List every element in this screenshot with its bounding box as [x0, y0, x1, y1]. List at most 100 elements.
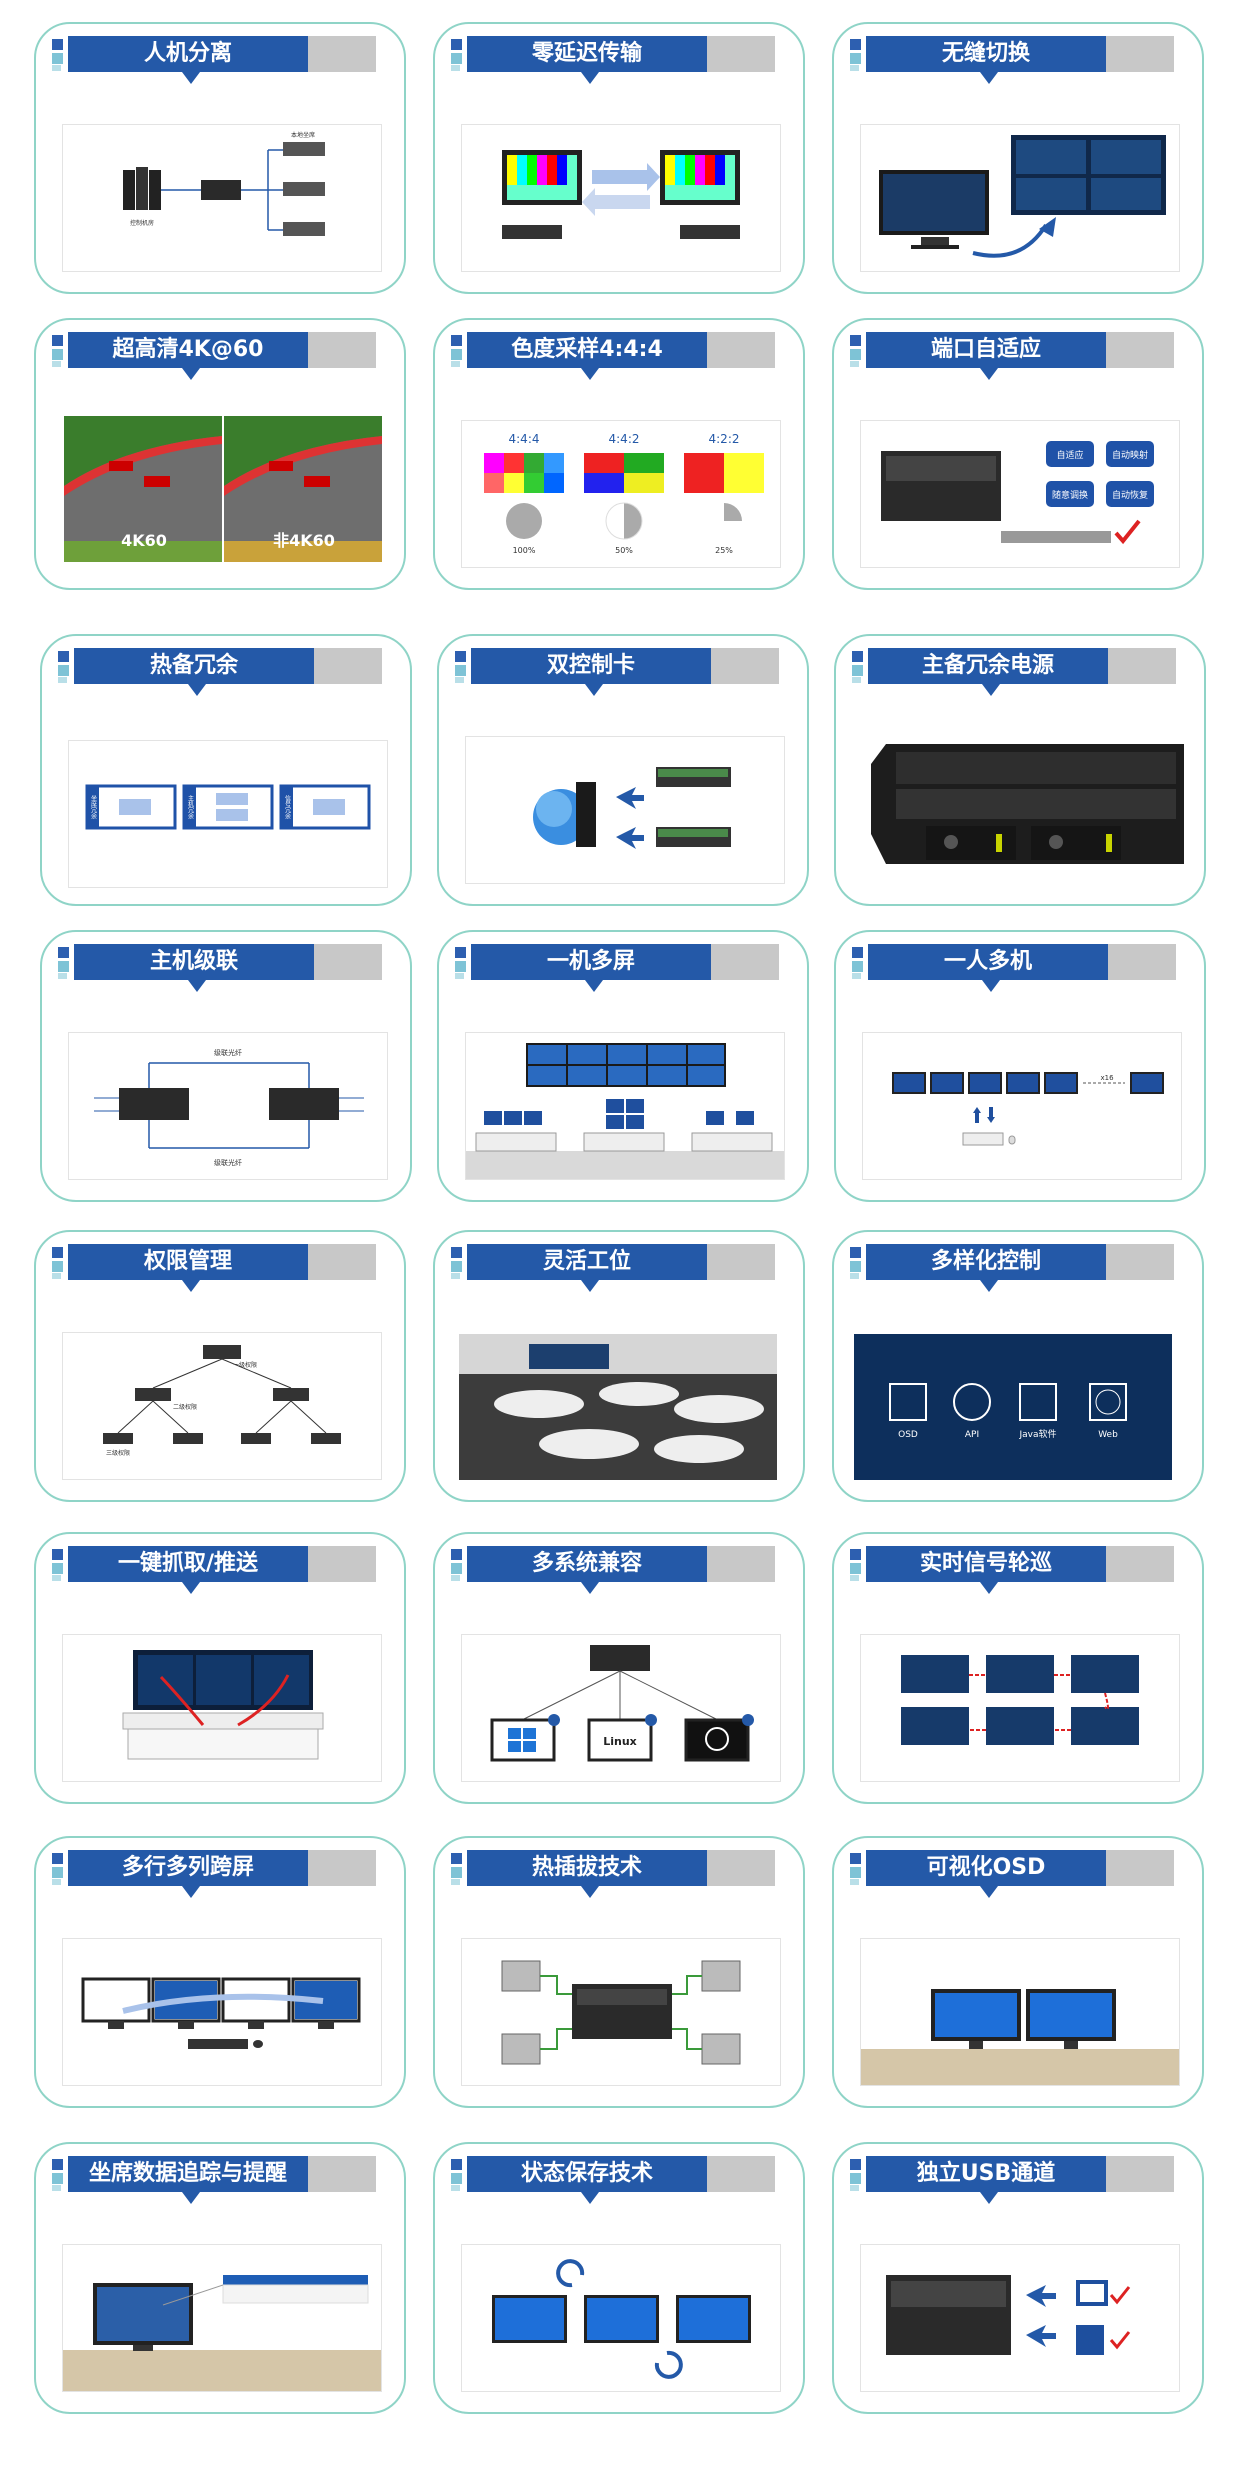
card-title: 可视化OSD [844, 1850, 1180, 1898]
feature-card-diverse-control: 多样化控制 OSD API Java软件 Web [832, 1230, 1204, 1502]
card-title: 实时信号轮巡 [844, 1546, 1180, 1594]
card-title-label: 独立USB通道 [866, 2156, 1106, 2192]
card-title-label: 超高清4K@60 [68, 332, 308, 368]
control-web: Web [1098, 1430, 1118, 1440]
card-title-label: 坐席数据追踪与提醒 [68, 2156, 308, 2192]
illustration-usb-channel [860, 2244, 1180, 2392]
feature-card-permission: 权限管理 一级权限 二级权限 三级权限 [34, 1230, 406, 1502]
card-title-label: 无缝切换 [866, 36, 1106, 72]
illustration-seat-tracking [62, 2244, 382, 2392]
illustration-4k60: 4K60 非4K60 [64, 416, 384, 564]
card-title: 人机分离 [46, 36, 382, 84]
perm-level-1: 一级权限 [233, 1361, 257, 1369]
card-title-label: 多行多列跨屏 [68, 1850, 308, 1886]
card-title: 端口自适应 [844, 332, 1180, 380]
feature-card-hot-standby: 热备冗余 坐席冗余 主机冗余 信号冗余 [40, 634, 412, 906]
card-title-label: 零延迟传输 [467, 36, 707, 72]
card-title-label: 实时信号轮巡 [866, 1546, 1106, 1582]
feature-card-kvm-separation: 人机分离 控制机房 本地坐席 [34, 22, 406, 294]
card-title: 无缝切换 [844, 36, 1180, 84]
card-title-label: 一人多机 [868, 944, 1108, 980]
illustration-redundant-power [866, 734, 1186, 882]
card-title-label: 权限管理 [68, 1244, 308, 1280]
illustration-cross-screen [62, 1938, 382, 2086]
card-title: 坐席数据追踪与提醒 [46, 2156, 382, 2204]
feature-card-grab-push: 一键抓取/推送 [34, 1532, 406, 1804]
perm-level-2: 二级权限 [173, 1403, 197, 1411]
illustration-hot-swap [461, 1938, 781, 2086]
feature-card-one-user-many-hosts: 一人多机 x16 [834, 930, 1206, 1202]
illustration-hot-standby: 坐席冗余 主机冗余 信号冗余 [68, 740, 388, 888]
card-title-label: 端口自适应 [866, 332, 1106, 368]
feature-card-multi-screen: 一机多屏 [437, 930, 809, 1202]
card-title-label: 多系统兼容 [467, 1546, 707, 1582]
card-title-label: 状态保存技术 [467, 2156, 707, 2192]
illustration-diverse-control: OSD API Java软件 Web [854, 1334, 1190, 1482]
server-room-label: 控制机房 [130, 219, 154, 227]
illustration-multi-screen [465, 1032, 785, 1180]
cascade-fiber-bottom: 级联光纤 [214, 1158, 242, 1167]
feature-card-visual-osd: 可视化OSD [832, 1836, 1204, 2108]
feature-card-4k60: 超高清4K@60 4K60 非4K60 [34, 318, 406, 590]
feature-card-usb-channel: 独立USB通道 [832, 2142, 1204, 2414]
card-title: 灵活工位 [445, 1244, 781, 1292]
card-title: 双控制卡 [449, 648, 785, 696]
control-java: Java软件 [1018, 1428, 1056, 1440]
feature-card-cross-screen: 多行多列跨屏 [34, 1836, 406, 2108]
control-api: API [965, 1430, 979, 1440]
feature-card-multi-os: 多系统兼容 Linux [433, 1532, 805, 1804]
illustration-chroma-sampling: 4:4:4 4:4:2 4:2:2 100% 50% 25% [461, 420, 781, 568]
illustration-multi-os: Linux [461, 1634, 781, 1782]
feature-card-seat-tracking: 坐席数据追踪与提醒 [34, 2142, 406, 2414]
card-title: 状态保存技术 [445, 2156, 781, 2204]
feature-card-cascade: 主机级联 级联光纤 级联光纤 [40, 930, 412, 1202]
illustration-one-user-many-hosts: x16 [862, 1032, 1182, 1180]
feature-card-zero-latency: 零延迟传输 [433, 22, 805, 294]
illustration-signal-patrol [860, 1634, 1180, 1782]
card-title-label: 人机分离 [68, 36, 308, 72]
mode-signal: 信号冗余 [284, 794, 291, 820]
label-non-4k60: 非4K60 [273, 531, 335, 550]
control-osd: OSD [898, 1430, 918, 1440]
card-title-label: 灵活工位 [467, 1244, 707, 1280]
card-title-label: 热备冗余 [74, 648, 314, 684]
card-title: 色度采样4:4:4 [445, 332, 781, 380]
card-title: 热插拔技术 [445, 1850, 781, 1898]
card-title-label: 双控制卡 [471, 648, 711, 684]
feature-card-state-save: 状态保存技术 [433, 2142, 805, 2414]
pct-25: 25% [715, 546, 733, 555]
card-title-label: 主机级联 [74, 944, 314, 980]
sample-422-label: 4:2:2 [709, 432, 740, 446]
card-title: 超高清4K@60 [46, 332, 382, 380]
card-title-label: 色度采样4:4:4 [467, 332, 707, 368]
feature-card-port-adaptive: 端口自适应 自适应 自动映射 随意调换 自动恢复 [832, 318, 1204, 590]
pct-50: 50% [615, 546, 633, 555]
illustration-permission: 一级权限 二级权限 三级权限 [62, 1332, 382, 1480]
card-title: 多系统兼容 [445, 1546, 781, 1594]
card-title: 一键抓取/推送 [46, 1546, 382, 1594]
card-title: 权限管理 [46, 1244, 382, 1292]
card-title-label: 热插拔技术 [467, 1850, 707, 1886]
mode-host: 主机冗余 [187, 794, 194, 820]
illustration-dual-control [465, 736, 785, 884]
perm-level-3: 三级权限 [106, 1449, 130, 1457]
card-title-label: 多样化控制 [866, 1244, 1106, 1280]
card-title: 零延迟传输 [445, 36, 781, 84]
illustration-zero-latency [461, 124, 781, 272]
local-seat-label: 本地坐席 [291, 131, 315, 139]
illustration-visual-osd [860, 1938, 1180, 2086]
feature-card-chroma-sampling: 色度采样4:4:4 4:4:4 4:4:2 4:2:2 100% 50% 25% [433, 318, 805, 590]
sample-444-label: 4:4:4 [509, 432, 540, 446]
feature-card-seamless-switch: 无缝切换 [832, 22, 1204, 294]
badge-swap: 随意调换 [1052, 489, 1088, 501]
mode-seat: 坐席冗余 [90, 794, 97, 820]
badge-auto-adapt: 自适应 [1056, 449, 1083, 461]
feature-card-flexible-workstation: 灵活工位 [433, 1230, 805, 1502]
pct-100: 100% [513, 546, 536, 555]
count-x16: x16 [1100, 1074, 1114, 1082]
feature-card-hot-swap: 热插拔技术 [433, 1836, 805, 2108]
feature-card-dual-control: 双控制卡 [437, 634, 809, 906]
illustration-port-adaptive: 自适应 自动映射 随意调换 自动恢复 [860, 420, 1180, 568]
sample-442-label: 4:4:2 [609, 432, 640, 446]
card-title-label: 一键抓取/推送 [68, 1546, 308, 1582]
